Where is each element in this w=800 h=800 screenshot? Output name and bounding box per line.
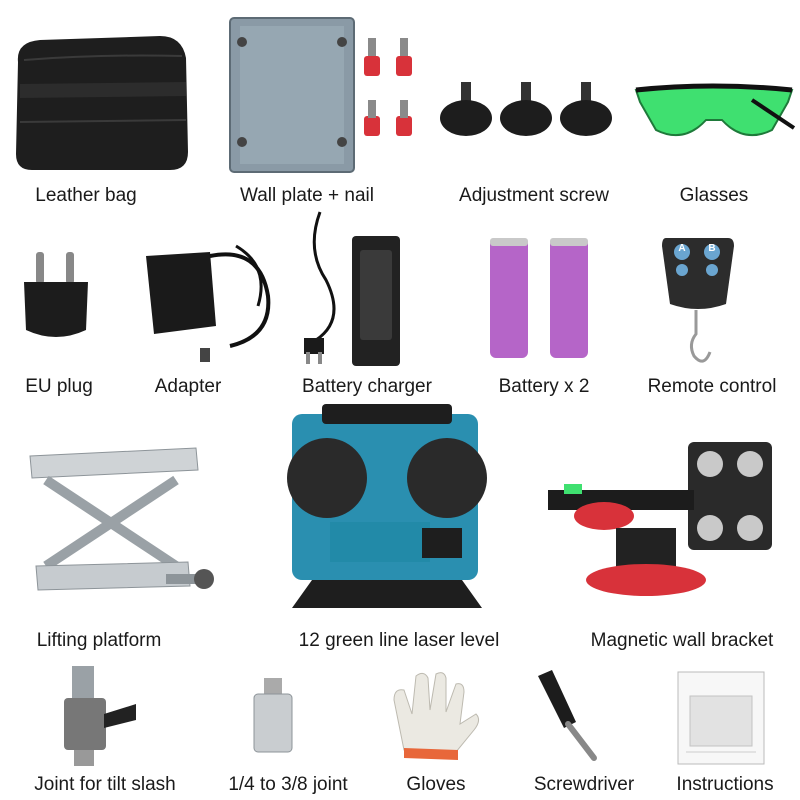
tilt-joint-label: Joint for tilt slash — [34, 774, 176, 795]
adjustment-screw-image — [440, 82, 612, 136]
battery-charger-label: Battery charger — [302, 376, 432, 397]
adapter-image — [146, 244, 271, 362]
magnetic-wall-bracket-label: Magnetic wall bracket — [590, 630, 774, 651]
battery-label: Battery x 2 — [498, 376, 590, 397]
gloves-label: Gloves — [406, 774, 466, 795]
leather-bag-image — [16, 36, 188, 170]
remote-control-image — [662, 238, 734, 363]
instructions-label: Instructions — [676, 774, 774, 795]
glasses-image — [634, 83, 796, 137]
instructions-image — [677, 671, 765, 765]
laser-level-image — [287, 404, 487, 608]
lifting-platform-image — [29, 447, 214, 591]
laser-level-label: 12 green line laser level — [298, 630, 500, 651]
thread-joint-label: 1/4 to 3/8 joint — [228, 774, 348, 795]
screwdriver-image — [538, 670, 597, 761]
battery-charger-image — [304, 211, 400, 366]
battery-image — [490, 238, 588, 358]
gloves-image — [393, 672, 480, 760]
thread-joint-image — [253, 678, 293, 753]
tilt-joint-image — [64, 666, 136, 766]
magnetic-wall-bracket-image — [548, 442, 772, 596]
eu-plug-image — [24, 252, 88, 337]
leather-bag-label: Leather bag — [35, 185, 137, 206]
glasses-label: Glasses — [679, 185, 749, 206]
remote-button-b: B — [708, 243, 716, 254]
lifting-platform-label: Lifting platform — [36, 630, 162, 651]
adjustment-screw-label: Adjustment screw — [459, 185, 609, 206]
remote-button-a: A — [678, 243, 686, 254]
remote-control-label: Remote control — [647, 376, 777, 397]
wall-plate-image — [229, 17, 412, 173]
wall-plate-label: Wall plate + nail — [240, 185, 374, 206]
screwdriver-label: Screwdriver — [533, 774, 635, 795]
eu-plug-label: EU plug — [25, 376, 93, 397]
adapter-label: Adapter — [154, 376, 222, 397]
